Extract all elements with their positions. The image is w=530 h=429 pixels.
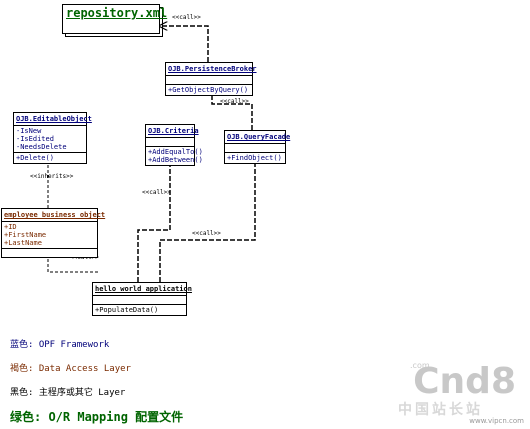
broker-call-label: <<call>> — [220, 98, 249, 105]
class-editable-object: OJB.EditableObject -IsNew -IsEdited -Nee… — [13, 112, 92, 164]
connector-hello-facade — [159, 156, 255, 282]
class-criteria: OJB.Criteria +AddEqualTo() +AddBetween() — [145, 124, 203, 166]
class-operations: +PopulateData() — [93, 305, 186, 315]
class-attributes: -IsNew -IsEdited -NeedsDelete — [14, 126, 86, 153]
attribute: -IsNew — [16, 127, 42, 135]
watermark-logo: Cnd8 — [413, 361, 516, 402]
operation: +FindObject() — [227, 154, 282, 162]
legend-green: 绿色: O/R Mapping 配置文件 — [10, 410, 184, 424]
class-persistence-broker: OJB.PersistenceBroker +GetObjectByQuery(… — [165, 62, 257, 96]
attribute: +ID — [4, 223, 17, 231]
connector-facade-broker — [212, 88, 253, 130]
legend-black: 黑色: 主程序或其它 Layer — [10, 388, 126, 398]
attribute: +LastName — [4, 239, 42, 247]
watermark-url: www.vipcn.com — [469, 417, 524, 425]
operation: +AddEqualTo() — [148, 148, 203, 156]
attribute: -IsEdited — [16, 135, 54, 143]
class-operations: +Delete() — [14, 153, 86, 163]
class-name: hello world application — [93, 283, 192, 296]
class-name: OJB.Criteria — [146, 125, 199, 138]
inherits-label: <<inherits>> — [30, 173, 74, 180]
class-attributes — [166, 76, 252, 85]
class-name: OJB.QueryFacade — [225, 131, 290, 144]
class-attributes — [225, 144, 285, 153]
legend-blue: 蓝色: OPF Framework — [10, 340, 110, 350]
connector-hello-criteria — [137, 156, 170, 282]
watermark-com: .com — [410, 361, 430, 370]
class-attributes — [146, 138, 194, 147]
class-name: OJB.EditableObject — [14, 113, 92, 126]
operation: +Delete() — [16, 154, 54, 162]
class-query-facade: OJB.QueryFacade +FindObject() — [224, 130, 290, 164]
repository-label: repository.xml — [66, 6, 168, 20]
operation: +PopulateData() — [95, 306, 159, 314]
repository-node: repository.xml — [62, 4, 167, 34]
repo-call-label: <<call>> — [172, 14, 201, 21]
class-attributes — [93, 296, 186, 305]
watermark: .com Cnd8 中国站长站 www.vipcn.com — [384, 355, 524, 425]
class-operations: +FindObject() — [225, 153, 285, 163]
class-name: OJB.PersistenceBroker — [166, 63, 257, 76]
watermark-cn: 中国站长站 — [398, 402, 483, 418]
legend-brown: 褐色: Data Access Layer — [10, 364, 131, 374]
connector-broker-repo — [160, 26, 209, 62]
connector-hello-employee — [48, 250, 98, 273]
attribute: -NeedsDelete — [16, 143, 67, 151]
class-operations: +GetObjectByQuery() — [166, 85, 252, 95]
class-employee-business-object: employee business object +ID +FirstName … — [1, 208, 105, 258]
operation: +GetObjectByQuery() — [168, 86, 249, 94]
class-attributes: +ID +FirstName +LastName — [2, 222, 97, 249]
facade-call-label: <<call>> — [192, 230, 221, 237]
criteria-call-label: <<call>> — [142, 189, 171, 196]
class-hello-world-application: hello world application +PopulateData() — [92, 282, 192, 316]
operation: +AddBetween() — [148, 156, 203, 164]
class-name: employee business object — [2, 209, 105, 222]
attribute: +FirstName — [4, 231, 47, 239]
class-operations — [2, 249, 97, 257]
class-operations: +AddEqualTo() +AddBetween() — [146, 147, 203, 165]
